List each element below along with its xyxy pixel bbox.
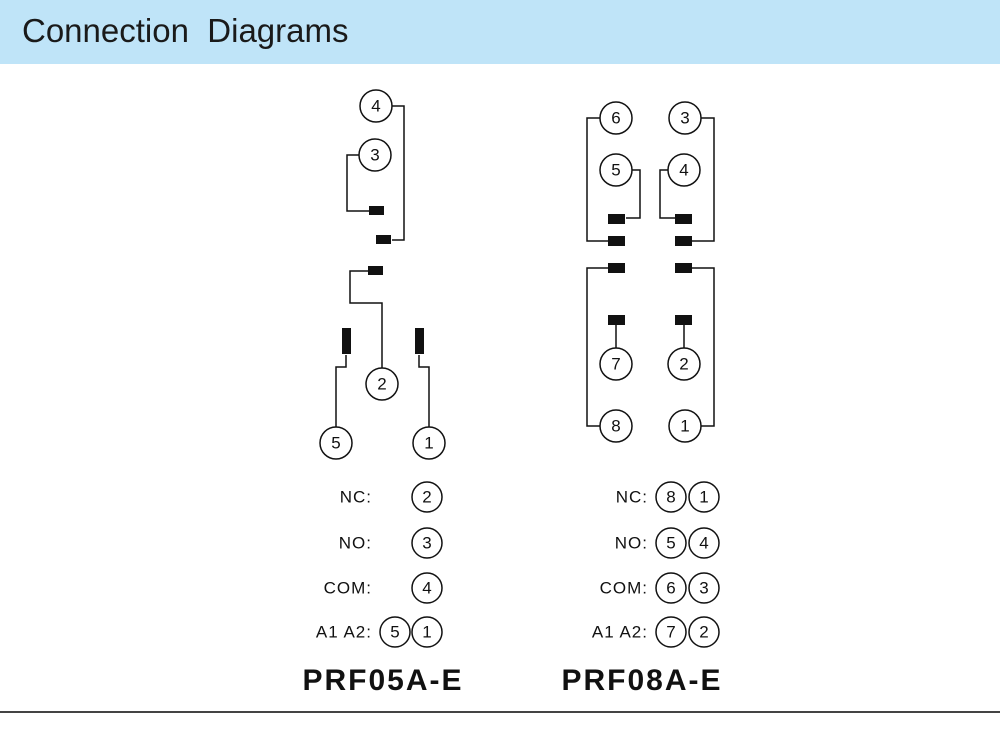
- coil-right: [415, 328, 424, 354]
- pin-1: 1: [412, 426, 446, 460]
- wire-pin4-com: [392, 105, 405, 241]
- svg-text:1: 1: [422, 623, 431, 642]
- contact-no: [369, 206, 384, 215]
- svg-text:2: 2: [699, 623, 708, 642]
- bottom-divider: [0, 711, 1000, 713]
- pin-4: 4: [359, 89, 393, 123]
- svg-text:4: 4: [422, 579, 431, 598]
- contact-nc: [368, 266, 383, 275]
- svg-text:2: 2: [679, 355, 688, 374]
- svg-text:5: 5: [390, 623, 399, 642]
- coil-right: [675, 315, 692, 325]
- wire-pin6-com-left: [586, 117, 608, 242]
- prf05-pins: 4 3 2 5 1: [319, 89, 446, 460]
- legend-label-no: NO:: [615, 534, 648, 553]
- pin-3: 3: [668, 101, 702, 135]
- prf05-contacts: [342, 206, 424, 354]
- svg-text:2: 2: [422, 488, 431, 507]
- contact-no-left: [608, 214, 625, 224]
- coil-left: [608, 315, 625, 325]
- model-name-prf08: PRF08A-E: [561, 664, 722, 697]
- pin-7: 7: [599, 347, 633, 381]
- coil-left: [342, 328, 351, 354]
- model-name-prf05: PRF05A-E: [302, 664, 463, 697]
- prf08-diagram: [586, 117, 715, 427]
- svg-text:2: 2: [377, 375, 386, 394]
- legend-label-no: NO:: [339, 534, 372, 553]
- prf05-legend: NC: 2 NO: 3 COM: 4 A1 A2: 5 1: [316, 481, 443, 648]
- pin-8: 8: [599, 409, 633, 443]
- pin-6: 6: [599, 101, 633, 135]
- prf05-diagram: [335, 105, 430, 427]
- legend-label-a1a2: A1 A2:: [316, 623, 372, 642]
- wire-nc-left-pin8: [586, 267, 608, 427]
- legend-label-com: COM:: [324, 579, 372, 598]
- contact-nc-right: [675, 263, 692, 273]
- svg-text:1: 1: [680, 417, 689, 436]
- svg-text:7: 7: [666, 623, 675, 642]
- svg-text:6: 6: [666, 579, 675, 598]
- legend-label-nc: NC:: [616, 488, 648, 507]
- svg-text:1: 1: [424, 434, 433, 453]
- legend-label-com: COM:: [600, 579, 648, 598]
- svg-text:3: 3: [370, 146, 379, 165]
- contact-com-left: [608, 236, 625, 246]
- contact-com-right: [675, 236, 692, 246]
- prf08-pins: 6 3 5 4 7 2 8 1: [599, 101, 702, 443]
- contact-no-right: [675, 214, 692, 224]
- wire-pin3-no: [346, 154, 370, 212]
- pin-3: 3: [358, 138, 392, 172]
- legend-label-nc: NC:: [340, 488, 372, 507]
- svg-text:3: 3: [422, 534, 431, 553]
- svg-text:4: 4: [699, 534, 708, 553]
- pin-4: 4: [667, 153, 701, 187]
- pin-2: 2: [667, 347, 701, 381]
- svg-text:1: 1: [699, 488, 708, 507]
- wire-nc-pin2: [349, 270, 383, 369]
- pin-5: 5: [599, 153, 633, 187]
- wire-pin5-no-left: [626, 169, 641, 219]
- svg-text:4: 4: [679, 161, 688, 180]
- svg-text:6: 6: [611, 109, 620, 128]
- svg-text:3: 3: [680, 109, 689, 128]
- pin-1: 1: [668, 409, 702, 443]
- wire-coil-pin1: [418, 355, 430, 427]
- svg-text:5: 5: [611, 161, 620, 180]
- wire-pin4-no-right: [659, 169, 675, 219]
- section-title: Connection Diagrams: [22, 12, 349, 49]
- section-header: Connection Diagrams: [0, 0, 1000, 64]
- contact-nc-left: [608, 263, 625, 273]
- wire-pin3-com-right: [692, 117, 715, 242]
- pin-5: 5: [319, 426, 353, 460]
- svg-text:3: 3: [699, 579, 708, 598]
- wire-coil-pin5: [335, 355, 347, 427]
- pin-2: 2: [365, 367, 399, 401]
- contact-com: [376, 235, 391, 244]
- svg-text:8: 8: [666, 488, 675, 507]
- prf08-legend: NC: 8 1 NO: 5 4 COM: 6 3 A1 A2: 7 2: [592, 481, 720, 648]
- svg-text:7: 7: [611, 355, 620, 374]
- svg-text:5: 5: [666, 534, 675, 553]
- svg-text:4: 4: [371, 97, 380, 116]
- prf08-contacts: [608, 214, 692, 325]
- wire-nc-right-pin1: [692, 267, 715, 427]
- svg-text:8: 8: [611, 417, 620, 436]
- legend-label-a1a2: A1 A2:: [592, 623, 648, 642]
- svg-text:5: 5: [331, 434, 340, 453]
